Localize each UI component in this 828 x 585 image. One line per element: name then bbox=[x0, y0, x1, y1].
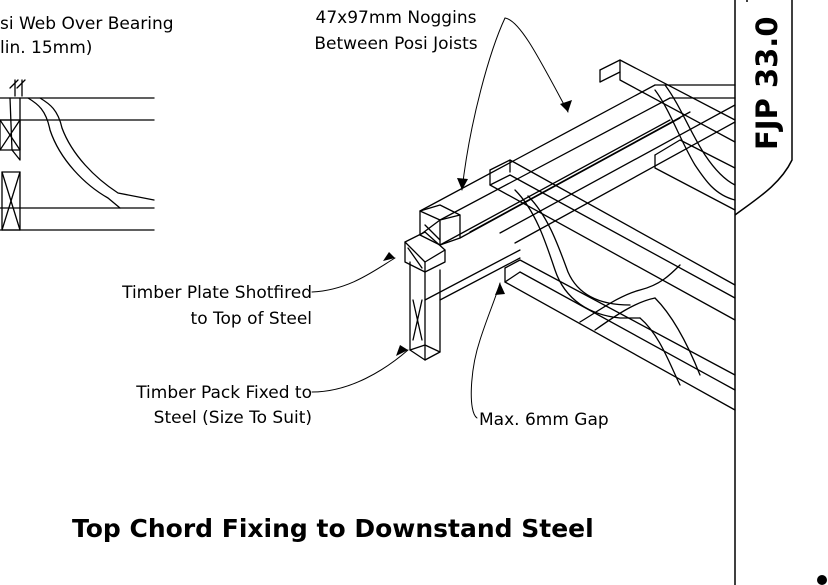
noggins-label-1: 47x97mm Noggins bbox=[315, 8, 477, 28]
gap-label: Max. 6mm Gap bbox=[479, 410, 609, 430]
drawing-title: Top Chord Fixing to Downstand Steel bbox=[72, 514, 594, 543]
side-section-detail bbox=[0, 79, 155, 231]
leader-lines bbox=[311, 17, 569, 419]
noggins-label-2: Between Posi Joists bbox=[314, 34, 478, 54]
pack-label-1: Timber Pack Fixed to bbox=[136, 383, 312, 403]
plate-label-1: Timber Plate Shotfired bbox=[122, 283, 312, 303]
web-over-bearing-label-2: lin. 15mm) bbox=[0, 38, 93, 58]
pack-label-2: Steel (Size To Suit) bbox=[153, 408, 312, 428]
plate-label-2: to Top of Steel bbox=[190, 309, 312, 329]
isometric-assembly bbox=[404, 59, 736, 411]
web-over-bearing-label-1: si Web Over Bearing bbox=[0, 14, 174, 34]
corner-dot bbox=[817, 575, 827, 585]
drawing-reference: FJP 33.0 bbox=[750, 16, 784, 150]
arrow-heads bbox=[383, 100, 572, 356]
